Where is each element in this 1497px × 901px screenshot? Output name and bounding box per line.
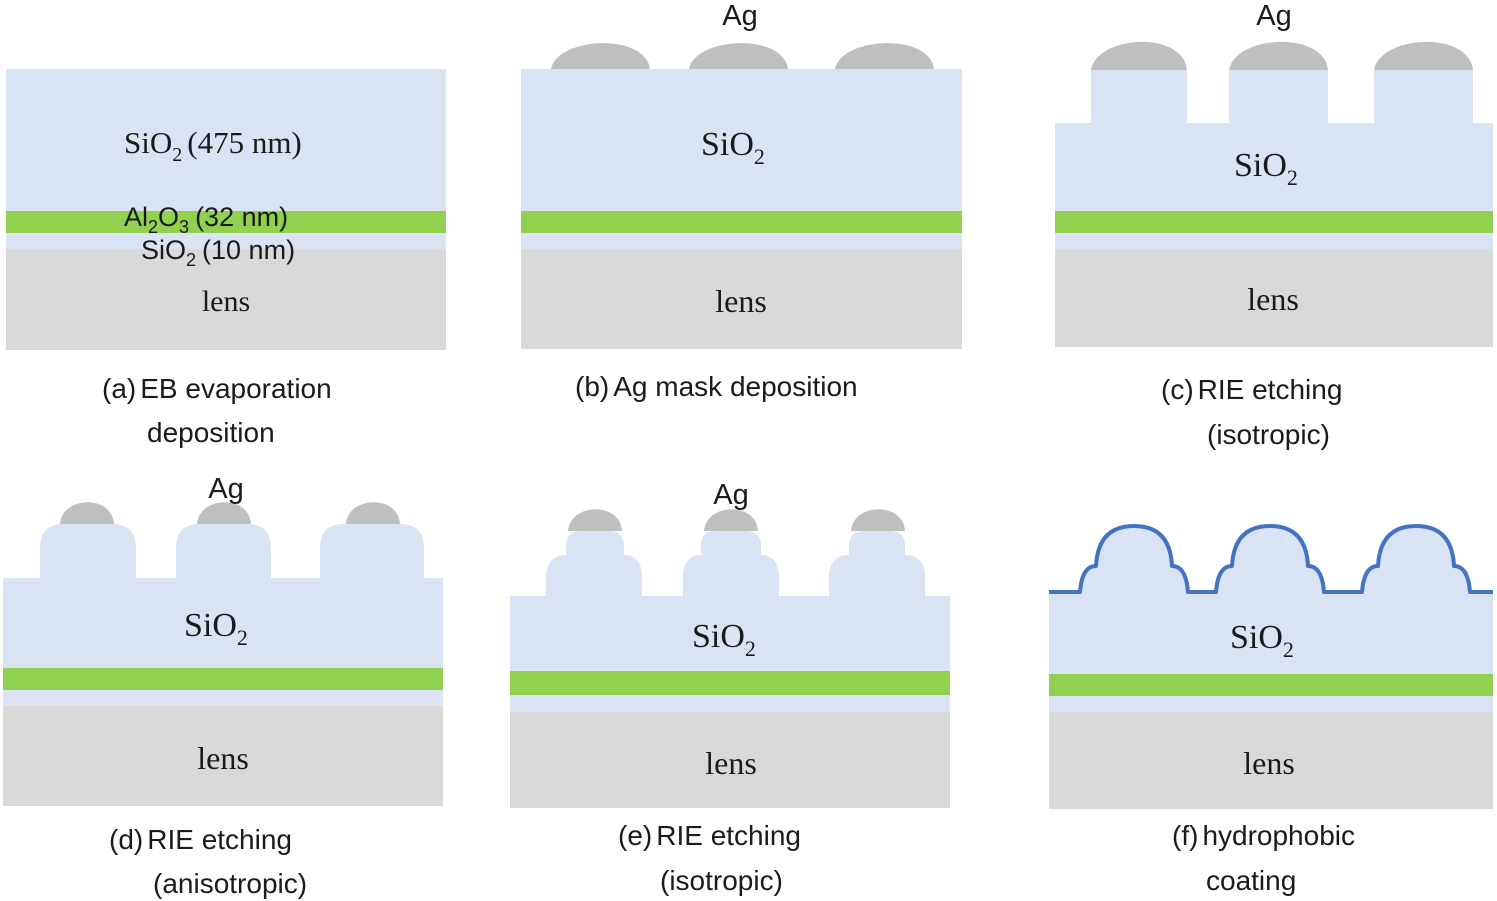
- lens-label: lens: [197, 740, 249, 776]
- ag-mask-dot-3: [346, 502, 400, 524]
- ag-mask-dot-1: [1091, 41, 1187, 70]
- panel-e: Ag SiO2 lens (e)RIE etching (isotropic): [510, 479, 950, 896]
- sio2-thin-layer: [6, 233, 446, 249]
- caption-c-line2: (isotropic): [1207, 419, 1330, 450]
- sio2-pillared-layer: [510, 531, 950, 671]
- hydrophobic-coating-line: [1049, 524, 1493, 594]
- ag-mask-dot-1: [551, 43, 650, 69]
- lens-substrate: [3, 706, 443, 806]
- caption-a-line2: deposition: [147, 417, 275, 448]
- ag-mask-dot-1: [60, 502, 114, 524]
- caption-f-line2: coating: [1206, 865, 1296, 896]
- lens-substrate: [1055, 249, 1493, 347]
- sio2-thickness-label: SiO2(475 nm): [124, 125, 302, 166]
- sio2-label: SiO2: [692, 618, 756, 661]
- lens-substrate: [510, 712, 950, 808]
- al2o3-layer: [1049, 674, 1493, 696]
- panel-d: Ag SiO2 lens (d)RIE etching (anisotropic…: [3, 473, 443, 899]
- ag-mask-dot-1: [568, 509, 622, 531]
- sio2-label: SiO2: [184, 607, 248, 650]
- sio2-label: SiO2: [1230, 619, 1294, 662]
- lens-label: lens: [1247, 281, 1299, 317]
- sio2-thin-layer: [1055, 233, 1493, 249]
- ag-mask-dot-2: [197, 502, 251, 524]
- al2o3-layer: [1055, 211, 1493, 233]
- sio2-thick-layer: [6, 69, 446, 211]
- lens-substrate: [1049, 712, 1493, 809]
- ag-label: Ag: [1256, 0, 1291, 32]
- panel-c: Ag SiO2 lens (c)RIE etching (isotropic): [1055, 0, 1493, 450]
- al2o3-layer: [6, 211, 446, 233]
- caption-e-line1: (e)RIE etching: [618, 820, 801, 851]
- sio2-layer: [521, 69, 962, 211]
- sio2-thin-layer: [1049, 696, 1493, 712]
- ag-mask-dot-2: [704, 509, 758, 531]
- panel-b: Ag SiO2 lens (b)Ag mask deposition: [521, 0, 962, 402]
- sio2-thin-thickness-label: SiO2(10 nm): [141, 235, 295, 270]
- al2o3-layer: [510, 671, 950, 695]
- panel-a: SiO2(475 nm) Al2O3(32 nm) SiO2(10 nm) le…: [6, 69, 446, 448]
- caption-d-line2: (anisotropic): [153, 868, 307, 899]
- lens-label: lens: [715, 283, 767, 319]
- lens-label: lens: [705, 745, 757, 781]
- caption-b-line1: (b)Ag mask deposition: [575, 371, 858, 402]
- ag-label: Ag: [713, 479, 748, 511]
- sio2-pillared-layer: [3, 524, 443, 668]
- ag-mask-dot-2: [1229, 41, 1328, 70]
- lens-label: lens: [202, 285, 250, 318]
- panel-f: SiO2 lens (f)hydrophobic coating: [1049, 524, 1493, 896]
- sio2-pillared-layer: [1055, 70, 1493, 211]
- lens-substrate: [6, 249, 446, 350]
- lens-label: lens: [1243, 745, 1295, 781]
- caption-f-line1: (f)hydrophobic: [1172, 820, 1355, 851]
- al2o3-layer: [521, 211, 962, 233]
- ag-mask-dot-3: [1374, 41, 1473, 70]
- ag-mask-dot-3: [851, 509, 905, 531]
- caption-a-line1: (a)EB evaporation: [102, 373, 332, 404]
- ag-mask-dot-3: [835, 43, 934, 69]
- sio2-thin-layer: [510, 695, 950, 712]
- caption-c-line1: (c)RIE etching: [1161, 374, 1342, 405]
- al2o3-thickness-label: Al2O3(32 nm): [124, 202, 288, 237]
- lens-substrate: [521, 249, 962, 349]
- ag-mask-dot-2: [689, 43, 788, 69]
- ag-label: Ag: [722, 0, 757, 32]
- al2o3-layer: [3, 668, 443, 690]
- caption-e-line2: (isotropic): [660, 865, 783, 896]
- sio2-thin-layer: [521, 233, 962, 249]
- sio2-label: SiO2: [1234, 147, 1298, 190]
- sio2-thin-layer: [3, 690, 443, 706]
- caption-d-line1: (d)RIE etching: [109, 824, 292, 855]
- ag-label: Ag: [208, 473, 243, 505]
- sio2-pillared-layer: [1049, 526, 1493, 674]
- sio2-label: SiO2: [701, 126, 765, 169]
